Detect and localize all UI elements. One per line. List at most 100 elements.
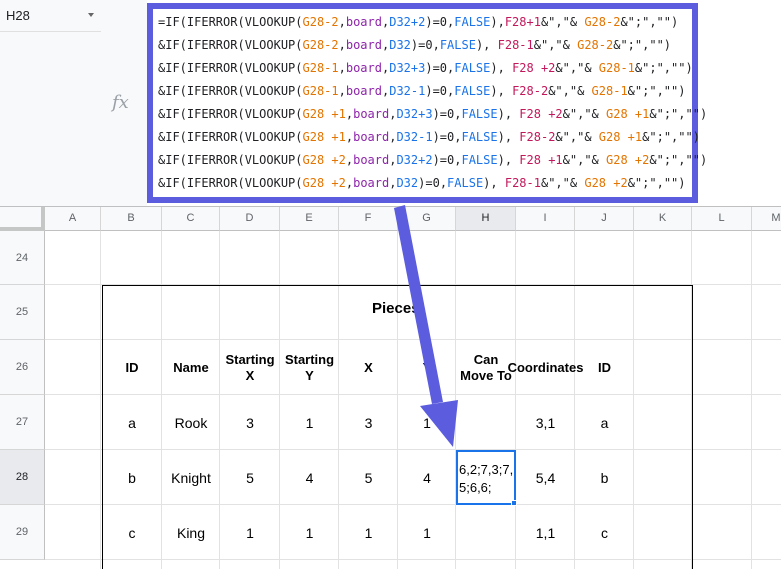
table-cell[interactable]: 1 <box>305 415 314 431</box>
gridline-vertical <box>455 231 456 569</box>
column-header-k[interactable]: K <box>634 207 692 231</box>
table-cell[interactable]: 5 <box>246 470 254 486</box>
top-left-pane <box>0 32 101 206</box>
formula-line: &IF(IFERROR(VLOOKUP(G28-2,board,D32)=0,F… <box>158 37 707 60</box>
gridline-horizontal <box>45 504 781 505</box>
formula-token: ), <box>490 61 513 75</box>
formula-token: ), <box>497 130 520 144</box>
table-cell[interactable]: 3 <box>364 415 373 431</box>
select-all-corner[interactable] <box>0 207 45 231</box>
gridline-vertical <box>691 231 692 569</box>
table-cell[interactable]: b <box>600 470 609 486</box>
table-header-cell[interactable]: Name <box>173 360 209 375</box>
column-header-e[interactable]: E <box>280 207 339 231</box>
table-cell[interactable]: 1 <box>364 525 373 541</box>
selected-cell[interactable] <box>456 450 516 505</box>
formula-token: G28 +2 <box>584 176 628 190</box>
name-box[interactable]: H28 <box>0 0 101 32</box>
formula-token: &","& <box>540 176 585 190</box>
column-header-f[interactable]: F <box>339 207 398 231</box>
fill-handle[interactable] <box>511 500 517 506</box>
toolbar-divider <box>0 206 781 207</box>
formula-token: D32+2 <box>389 15 426 29</box>
table-header-cell[interactable]: Can Move To <box>460 352 512 383</box>
column-header-l[interactable]: L <box>692 207 752 231</box>
table-cell[interactable]: b <box>128 470 136 486</box>
table-cell[interactable]: a <box>128 415 136 431</box>
formula-token: , <box>381 61 390 75</box>
formula-text[interactable]: =IF(IFERROR(VLOOKUP(G28-2,board,D32+2)=0… <box>158 14 707 198</box>
table-cell[interactable]: Knight <box>171 470 211 486</box>
formula-token: )=0, <box>432 153 462 167</box>
fx-icon: fx <box>112 92 129 113</box>
table-cell[interactable]: 1 <box>423 525 431 541</box>
formula-token: )=0, <box>432 107 462 121</box>
formula-token: &IF(IFERROR(VLOOKUP( <box>158 61 303 75</box>
table-header-cell[interactable]: ID <box>125 360 139 375</box>
row-header-26[interactable]: 26 <box>0 340 45 395</box>
row-header-27[interactable]: 27 <box>0 395 45 450</box>
table-cell[interactable]: 4 <box>305 470 314 486</box>
formula-bar-right <box>700 0 781 206</box>
formula-token: )=0, <box>425 61 455 75</box>
column-header-h[interactable]: H <box>456 207 516 231</box>
formula-token: G28 +1 <box>302 107 346 121</box>
table-cell[interactable]: 5,4 <box>535 470 556 486</box>
column-header-i[interactable]: I <box>516 207 575 231</box>
formula-token: G28-1 <box>302 61 339 75</box>
column-header-d[interactable]: D <box>220 207 280 231</box>
formula-token: , <box>345 130 354 144</box>
formula-token: &IF(IFERROR(VLOOKUP( <box>158 38 303 52</box>
formula-line: &IF(IFERROR(VLOOKUP(G28-1,board,D32-1)=0… <box>158 83 707 106</box>
table-cell[interactable]: 1 <box>246 525 254 541</box>
table-cell[interactable]: 1 <box>305 525 314 541</box>
formula-line: &IF(IFERROR(VLOOKUP(G28-1,board,D32+3)=0… <box>158 60 707 83</box>
column-header-b[interactable]: B <box>101 207 162 231</box>
formula-token: D32+2 <box>396 153 433 167</box>
formula-token: FALSE <box>454 84 491 98</box>
table-header-cell[interactable]: Coordinates <box>507 360 584 375</box>
formula-token: )=0, <box>425 15 455 29</box>
row-header-29[interactable]: 29 <box>0 505 45 560</box>
formula-token: =IF(IFERROR(VLOOKUP( <box>158 15 303 29</box>
table-cell[interactable]: 3,1 <box>535 415 556 431</box>
table-cell[interactable]: c <box>601 525 608 541</box>
name-box-dropdown-icon[interactable] <box>88 13 94 17</box>
gridline-vertical <box>515 231 516 569</box>
column-header-j[interactable]: J <box>575 207 634 231</box>
formula-token: D32+3 <box>389 61 426 75</box>
gridline-vertical <box>100 231 101 569</box>
row-header-28[interactable]: 28 <box>0 450 45 505</box>
table-cell[interactable]: King <box>176 525 206 541</box>
row-header-24[interactable]: 24 <box>0 231 45 285</box>
formula-token: board <box>345 38 382 52</box>
formula-token: board <box>353 130 390 144</box>
table-cell[interactable]: 3 <box>246 415 254 431</box>
column-header-m[interactable]: M <box>752 207 781 231</box>
formula-token: G28-2 <box>584 15 621 29</box>
formula-token: board <box>353 176 390 190</box>
table-cell[interactable]: Rook <box>174 415 208 431</box>
table-cell[interactable]: 4 <box>423 470 431 486</box>
table-cell[interactable]: 1 <box>423 415 431 431</box>
formula-token: board <box>345 61 382 75</box>
formula-line: &IF(IFERROR(VLOOKUP(G28 +1,board,D32+3)=… <box>158 106 707 129</box>
column-header-c[interactable]: C <box>162 207 220 231</box>
table-header-cell[interactable]: Starting Y <box>284 352 335 383</box>
formula-token: &";","") <box>627 176 686 190</box>
formula-token: &","& <box>540 15 585 29</box>
table-cell[interactable]: 1,1 <box>535 525 556 541</box>
table-title: Pieces <box>372 300 420 317</box>
formula-token: )=0, <box>418 176 448 190</box>
row-header-25[interactable]: 25 <box>0 285 45 340</box>
table-cell[interactable]: a <box>600 415 609 431</box>
table-header-cell[interactable]: Starting X <box>225 352 275 383</box>
table-cell[interactable]: c <box>128 525 136 541</box>
formula-token: G28 +1 <box>302 130 346 144</box>
formula-bar[interactable]: =IF(IFERROR(VLOOKUP(G28-2,board,D32+2)=0… <box>147 3 707 203</box>
table-cell[interactable]: 5 <box>364 470 373 486</box>
column-header-a[interactable]: A <box>45 207 101 231</box>
table-header-cell[interactable]: X <box>364 360 373 375</box>
formula-token: &IF(IFERROR(VLOOKUP( <box>158 130 303 144</box>
table-header-cell[interactable]: ID <box>598 360 611 375</box>
